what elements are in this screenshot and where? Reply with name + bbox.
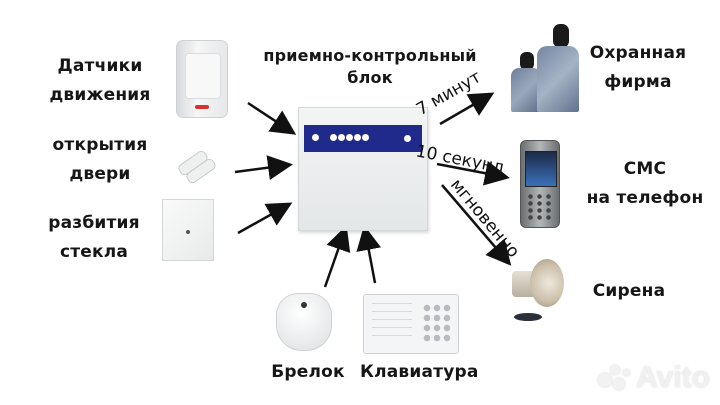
mobile-phone-image	[520, 140, 560, 228]
sms-line1: СМС	[623, 159, 667, 179]
avito-watermark: Avito	[598, 361, 710, 395]
motion-line1: Датчики	[57, 56, 143, 76]
arrow-door-to-panel	[234, 155, 293, 181]
security-guards-image	[495, 22, 579, 112]
input-label-motion: Датчики движения	[40, 52, 160, 110]
input-label-door: открытия двери	[40, 131, 160, 189]
keyfob-label: Брелок	[271, 362, 345, 382]
door-line2: двери	[69, 164, 131, 184]
arrow-glass-to-panel	[237, 202, 293, 235]
panel-title-line2: блок	[347, 68, 393, 87]
panel-title: приемно-контрольный блок	[260, 45, 480, 89]
output-label-sms: СМС на телефон	[585, 155, 705, 213]
glass-line2: стекла	[59, 242, 129, 262]
sms-line2: на телефон	[586, 188, 704, 208]
motion-sensor-image	[176, 40, 228, 118]
keyfob-image	[276, 293, 332, 351]
arrow-panel-to-phone	[436, 160, 510, 186]
avito-text: Avito	[636, 361, 710, 394]
arrow-keyfob-to-panel	[323, 225, 351, 288]
keypad-image	[363, 294, 459, 354]
panel-title-line1: приемно-контрольный	[263, 46, 477, 65]
arrow-keypad-to-panel	[356, 225, 381, 284]
avito-logo-icon	[598, 363, 632, 393]
siren-image	[508, 253, 566, 327]
door-line1: открытия	[52, 135, 148, 155]
control-panel-blue-strip	[304, 125, 422, 152]
output-label-siren: Сирена	[592, 281, 666, 301]
door-sensor-image	[175, 145, 220, 186]
output-label-guard: Охранная фирма	[578, 39, 698, 97]
input-label-glass: разбития стекла	[34, 209, 154, 267]
arrow-motion-to-panel	[247, 101, 297, 135]
glass-break-sensor-image	[162, 199, 214, 261]
arrow-panel-to-guard	[439, 92, 495, 126]
arrow-panel-to-siren	[441, 184, 512, 266]
keypad-label: Клавиатура	[360, 362, 479, 382]
glass-line1: разбития	[48, 213, 140, 233]
motion-line2: движения	[49, 85, 151, 105]
guard-line2: фирма	[604, 72, 672, 92]
control-panel-image	[298, 107, 428, 231]
guard-line1: Охранная	[589, 43, 687, 63]
